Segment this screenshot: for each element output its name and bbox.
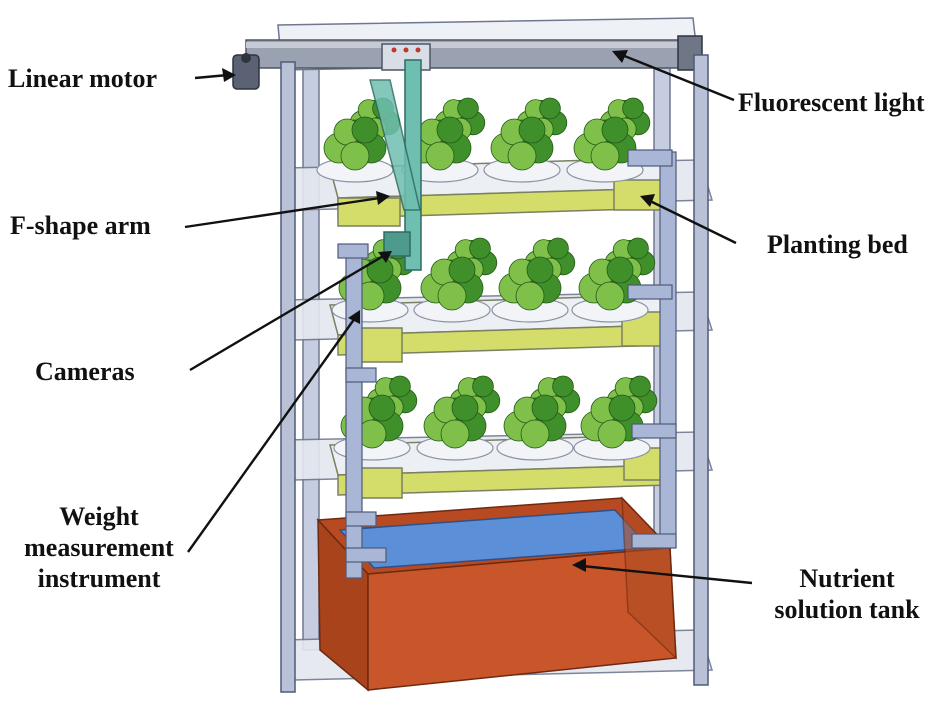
lettuce-plant (490, 116, 554, 171)
leader-f-shape-arm (184, 196, 381, 229)
arrow-planting-bed (640, 194, 655, 207)
label-weight-line-1: Weight (59, 502, 139, 531)
label-nutrient-solution-tank: Nutrient solution tank (757, 563, 937, 625)
label-weight-measurement-instrument: Weight measurement instrument (14, 501, 184, 594)
lettuce-plant (503, 394, 567, 449)
front-left-post (280, 61, 296, 693)
leader-linear-motor (194, 73, 229, 80)
arrow-nutrient (572, 558, 586, 572)
lettuce-plant (420, 256, 484, 311)
plant-grid (316, 97, 658, 461)
label-nutrient-line-2: solution tank (774, 595, 920, 624)
label-weight-line-2: measurement (24, 533, 174, 562)
lettuce-plant (580, 394, 644, 449)
camera-mount (383, 231, 411, 257)
arrow-f-shape-arm (376, 191, 390, 205)
back-left-post (302, 49, 320, 651)
lettuce-plant (578, 256, 642, 311)
leader-planting-bed (647, 198, 737, 245)
arrowheads (222, 50, 655, 572)
label-f-shape-arm: F-shape arm (10, 211, 151, 240)
lettuce-plant (573, 116, 637, 171)
leader-lines (184, 53, 753, 585)
arrow-fluorescent-light (612, 50, 628, 63)
rail-highlight (246, 42, 698, 48)
lettuce-plant (408, 116, 472, 171)
label-cameras: Cameras (35, 357, 135, 386)
leader-nutrient (581, 564, 753, 585)
leader-fluorescent-light (621, 53, 735, 102)
arrow-cameras (378, 251, 392, 263)
f-shape-arm-brace (369, 79, 421, 211)
lettuce-plant (423, 394, 487, 449)
label-weight-line-3: instrument (37, 564, 161, 593)
lettuce-plant (498, 256, 562, 311)
leader-weight (187, 317, 356, 553)
label-nutrient-line-1: Nutrient (799, 564, 895, 593)
label-planting-bed: Planting bed (767, 230, 908, 259)
leader-cameras (189, 253, 386, 372)
label-fluorescent-light: Fluorescent light (738, 88, 925, 117)
label-linear-motor: Linear motor (8, 64, 157, 93)
motor-cap (241, 53, 251, 63)
arrow-weight (348, 310, 360, 324)
lettuce-plant (323, 116, 387, 171)
arrow-linear-motor (222, 68, 236, 82)
left-pipe (345, 247, 363, 579)
front-right-post (693, 54, 709, 686)
